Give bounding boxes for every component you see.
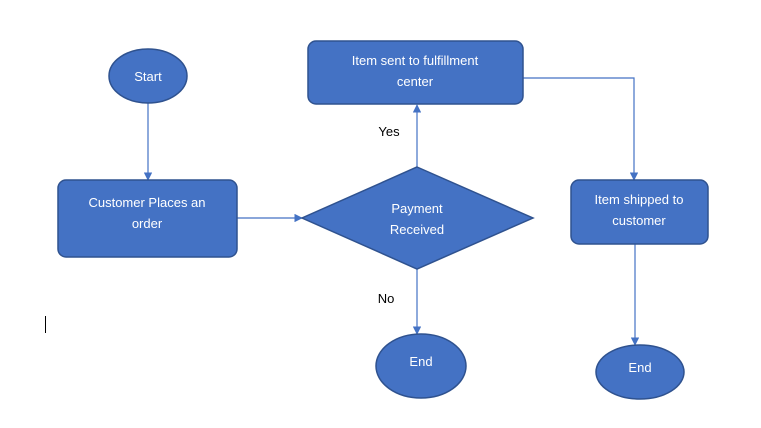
connector-fulfillment-to-shipped (523, 77, 639, 181)
payment-decision-label-line2: Received (390, 222, 444, 237)
payment-decision-node: Payment Received (300, 166, 535, 270)
end-no-label: End (409, 354, 432, 369)
shipped-label-line2: customer (612, 213, 666, 228)
end-shipped-label: End (628, 360, 651, 375)
customer-order-label-line2: order (132, 216, 163, 231)
no-edge-label: No (378, 291, 395, 306)
customer-order-label-line1: Customer Places an (88, 195, 205, 210)
start-label: Start (134, 69, 162, 84)
fulfillment-label-line1: Item sent to fulfillment (352, 53, 479, 68)
shipped-label-line1: Item shipped to (595, 192, 684, 207)
shipped-node: Item shipped to customer (570, 179, 709, 245)
payment-decision-label-line1: Payment (391, 201, 443, 216)
customer-order-node: Customer Places an order (57, 179, 238, 258)
fulfillment-label-line2: center (397, 74, 434, 89)
start-node: Start (108, 48, 188, 104)
fulfillment-node: Item sent to fulfillment center (307, 40, 524, 105)
text-cursor (45, 316, 46, 333)
end-shipped-node: End (595, 344, 685, 400)
end-no-node: End (375, 333, 467, 399)
yes-edge-label: Yes (378, 124, 400, 139)
